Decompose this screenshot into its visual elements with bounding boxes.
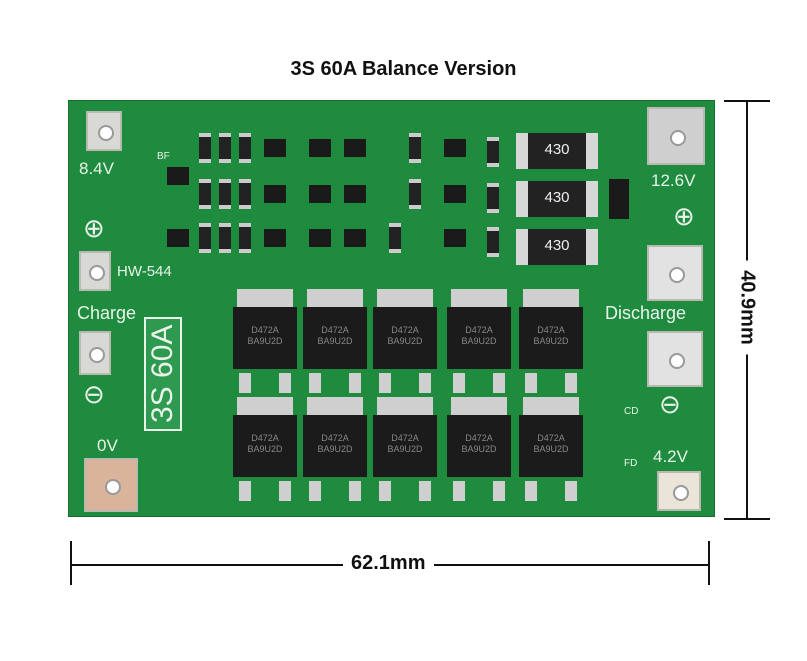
label-8v4: 8.4V: [79, 159, 114, 178]
mosfet-code: D472A: [465, 433, 493, 443]
pad-0v: [84, 458, 138, 512]
pad-p-plus: [647, 245, 703, 301]
label-bf: BF: [157, 151, 170, 162]
dimension-tick: [724, 100, 770, 102]
mosfet-code: D472A: [251, 433, 279, 443]
shunt-resistor: 430: [516, 229, 598, 265]
mosfet-code: BA9U2D: [533, 336, 569, 346]
label-discharge: Discharge: [605, 303, 687, 323]
minus-icon: ⊖: [83, 379, 105, 409]
mosfet-code: D472A: [321, 433, 349, 443]
mosfet-code: BA9U2D: [317, 444, 353, 454]
product-title: 3S 60A Balance Version: [290, 58, 517, 80]
diode: [609, 179, 629, 219]
pad-p-minus: [647, 331, 703, 387]
mosfet-code: D472A: [251, 325, 279, 335]
plus-icon: ⊕: [673, 201, 695, 231]
mosfet-code: D472A: [321, 325, 349, 335]
shunt-resistor: 430: [516, 181, 598, 217]
mosfet-code: BA9U2D: [387, 444, 423, 454]
mosfet-code: BA9U2D: [461, 444, 497, 454]
mosfet-code: BA9U2D: [317, 336, 353, 346]
pad-12v6: [647, 107, 705, 165]
pad-4v2: [657, 471, 701, 511]
bms-pcb-board: 8.4V 12.6V BF ⊕ HW-544 Charge ⊖ 0V 3S 60…: [68, 100, 715, 517]
label-cd: CD: [624, 406, 639, 417]
label-0v: 0V: [97, 436, 118, 455]
height-dimension-label: 40.9mm: [735, 260, 759, 355]
width-dimension-label: 62.1mm: [343, 552, 434, 575]
mosfet-code: BA9U2D: [387, 336, 423, 346]
label-4v2: 4.2V: [653, 447, 688, 466]
label-rating: 3S 60A: [144, 316, 182, 431]
label-model: HW-544: [117, 263, 172, 280]
label-fd: FD: [624, 458, 638, 469]
shunt-resistor: 430: [516, 133, 598, 169]
dimension-tick: [708, 541, 710, 585]
mosfet-code: BA9U2D: [247, 336, 283, 346]
pad-b-plus: [79, 251, 111, 291]
dimension-tick: [70, 541, 72, 585]
dimension-tick: [724, 518, 770, 520]
pad-charge: [79, 331, 111, 375]
label-12v6: 12.6V: [651, 171, 696, 190]
mosfet-code: BA9U2D: [533, 444, 569, 454]
mosfet-code: D472A: [465, 325, 493, 335]
mosfet-code: D472A: [537, 433, 565, 443]
mosfet-code: BA9U2D: [247, 444, 283, 454]
plus-icon: ⊕: [83, 213, 105, 243]
minus-icon: ⊖: [659, 389, 681, 419]
mosfet-code: D472A: [391, 325, 419, 335]
label-charge: Charge: [77, 303, 137, 323]
mosfet-code: BA9U2D: [461, 336, 497, 346]
mosfet-code: D472A: [391, 433, 419, 443]
mosfet-code: D472A: [537, 325, 565, 335]
pad-8v4: [86, 111, 122, 151]
